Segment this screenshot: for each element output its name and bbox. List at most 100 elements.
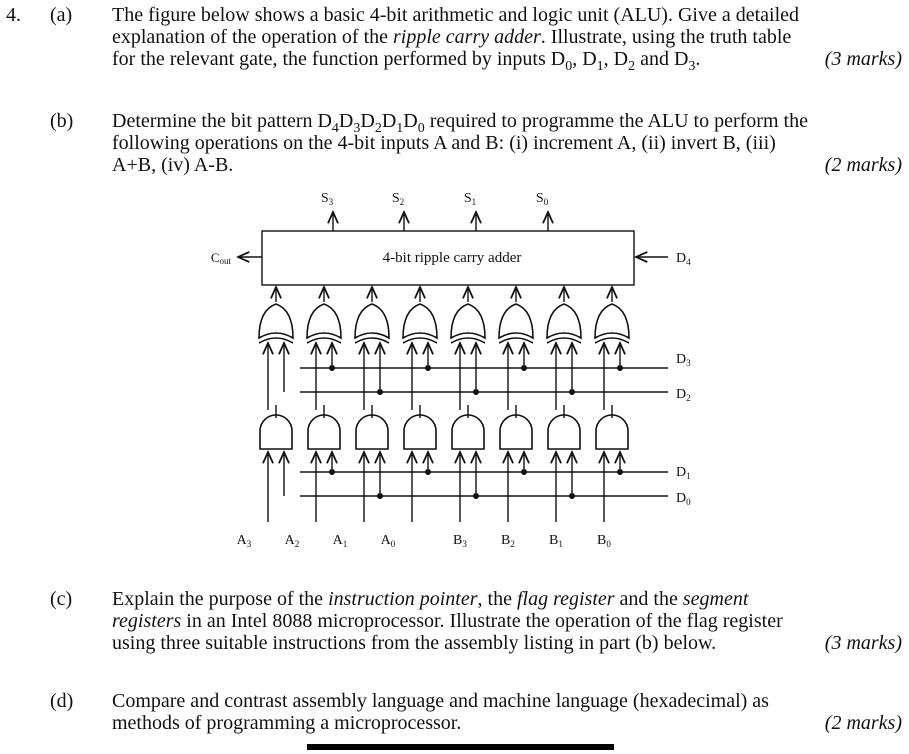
- part-c-text: Explain the purpose of the instruction p…: [112, 588, 902, 654]
- part-d-text: Compare and contrast assembly language a…: [112, 690, 902, 734]
- junction-dot: [569, 493, 575, 499]
- label-subscript: 2: [400, 197, 405, 207]
- text-segment: , D: [603, 48, 629, 70]
- text-segment: , D: [572, 48, 597, 70]
- xor-gate-curve: [354, 337, 390, 344]
- junction-dot: [473, 389, 479, 395]
- circuit-label: A2: [285, 533, 300, 549]
- part-c: (c) Explain the purpose of the instructi…: [50, 588, 902, 658]
- circuit-label: S0: [536, 191, 549, 207]
- part-a-label: (a): [50, 4, 73, 26]
- label-base: D: [676, 352, 686, 367]
- and-gate: [355, 414, 389, 450]
- circuit-label: B0: [597, 533, 611, 549]
- xor-gate: [306, 303, 342, 340]
- circuit-label: D3: [676, 352, 691, 368]
- xor-gate: [594, 303, 630, 340]
- label-subscript: 2: [510, 539, 515, 549]
- junction-dot: [617, 365, 623, 371]
- text-line: The figure below shows a basic 4-bit ari…: [112, 4, 902, 26]
- circuit-label: B1: [549, 533, 563, 549]
- and-gate: [451, 414, 485, 450]
- text-segment: Explain the purpose of the: [112, 588, 329, 610]
- label-base: A: [285, 533, 296, 548]
- text-segment: Determine the bit pattern D: [112, 110, 332, 132]
- label-base: B: [549, 533, 558, 548]
- subscript: 2: [374, 121, 382, 136]
- text-segment: and D: [635, 48, 689, 70]
- text-segment: and the: [614, 588, 683, 610]
- junction-dot: [473, 493, 479, 499]
- part-b-lines: Determine the bit pattern D4D3D2D1D0 req…: [112, 110, 902, 176]
- label-base: S: [464, 191, 472, 206]
- label-subscript: 3: [247, 539, 252, 549]
- part-d-label: (d): [50, 690, 74, 712]
- circuit-label: A0: [381, 533, 396, 549]
- part-c-label: (c): [50, 588, 73, 610]
- text-line: methods of programming a microprocessor.: [112, 712, 902, 734]
- junction-dot: [521, 365, 527, 371]
- cout-sub: out: [219, 256, 231, 266]
- part-c-marks: (3 marks): [824, 632, 902, 654]
- xor-gate: [258, 303, 294, 340]
- label-base: S: [536, 191, 544, 206]
- text-segment: methods of programming a microprocessor.: [112, 712, 462, 734]
- and-gate: [595, 414, 629, 450]
- and-gate: [307, 414, 341, 450]
- label-base: S: [392, 191, 400, 206]
- junction-dot: [521, 469, 527, 475]
- junction-dot: [377, 389, 383, 395]
- text-segment: explanation of the operation of the: [112, 26, 394, 48]
- question-number: 4.: [6, 4, 21, 26]
- circuit-label: S1: [464, 191, 476, 207]
- xor-gate: [450, 303, 486, 340]
- text-segment: following operations on the 4-bit inputs…: [112, 132, 776, 154]
- text-segment: D: [403, 110, 418, 132]
- text-segment: A+B, (iv) A-B.: [112, 154, 234, 176]
- label-subscript: 1: [472, 197, 477, 207]
- label-subscript: 3: [462, 539, 467, 549]
- subscript: 3: [353, 121, 361, 136]
- xor-gate: [402, 303, 438, 340]
- part-d-marks: (2 marks): [824, 712, 902, 734]
- xor-gate-curve: [306, 337, 342, 344]
- part-d-lines: Compare and contrast assembly language a…: [112, 690, 902, 734]
- text-segment: instruction pointer: [328, 588, 478, 610]
- junction-dot: [425, 469, 431, 475]
- label-subscript: 1: [343, 539, 348, 549]
- xor-gate: [354, 303, 390, 340]
- subscript: 1: [596, 59, 604, 74]
- text-line: using three suitable instructions from t…: [112, 632, 902, 654]
- text-line: Determine the bit pattern D4D3D2D1D0 req…: [112, 110, 902, 136]
- junction-dot: [425, 365, 431, 371]
- junction-dot: [617, 469, 623, 475]
- text-segment: .: [695, 48, 701, 70]
- part-a-marks: (3 marks): [824, 48, 902, 70]
- text-line: Explain the purpose of the instruction p…: [112, 588, 902, 610]
- part-d: (d) Compare and contrast assembly langua…: [50, 690, 902, 738]
- circuit-label: D4: [676, 251, 691, 267]
- logic-gates: [258, 230, 635, 450]
- part-b: (b) Determine the bit pattern D4D3D2D1D0…: [50, 110, 902, 180]
- label-base: B: [501, 533, 510, 548]
- and-gate: [403, 414, 437, 450]
- subscript: 2: [628, 59, 636, 74]
- label-subscript: 2: [686, 393, 691, 403]
- circuit-label: D0: [676, 491, 691, 507]
- label-base: B: [453, 533, 462, 548]
- circuit-label: B3: [453, 533, 467, 549]
- xor-gate-curve: [450, 337, 486, 344]
- text-segment: in an Intel 8088 microprocessor. Illustr…: [181, 610, 783, 632]
- label-base: A: [333, 533, 344, 548]
- part-b-label: (b): [50, 110, 74, 132]
- text-segment: D: [360, 110, 375, 132]
- part-a-text: The figure below shows a basic 4-bit ari…: [112, 4, 902, 74]
- label-base: D: [676, 491, 686, 506]
- part-b-marks: (2 marks): [824, 154, 902, 176]
- label-subscript: 0: [391, 539, 396, 549]
- text-segment: flag register: [516, 588, 615, 610]
- part-c-lines: Explain the purpose of the instruction p…: [112, 588, 902, 654]
- adder-label: 4-bit ripple carry adder: [383, 250, 522, 266]
- subscript: 1: [396, 121, 404, 136]
- xor-gate-curve: [546, 337, 582, 344]
